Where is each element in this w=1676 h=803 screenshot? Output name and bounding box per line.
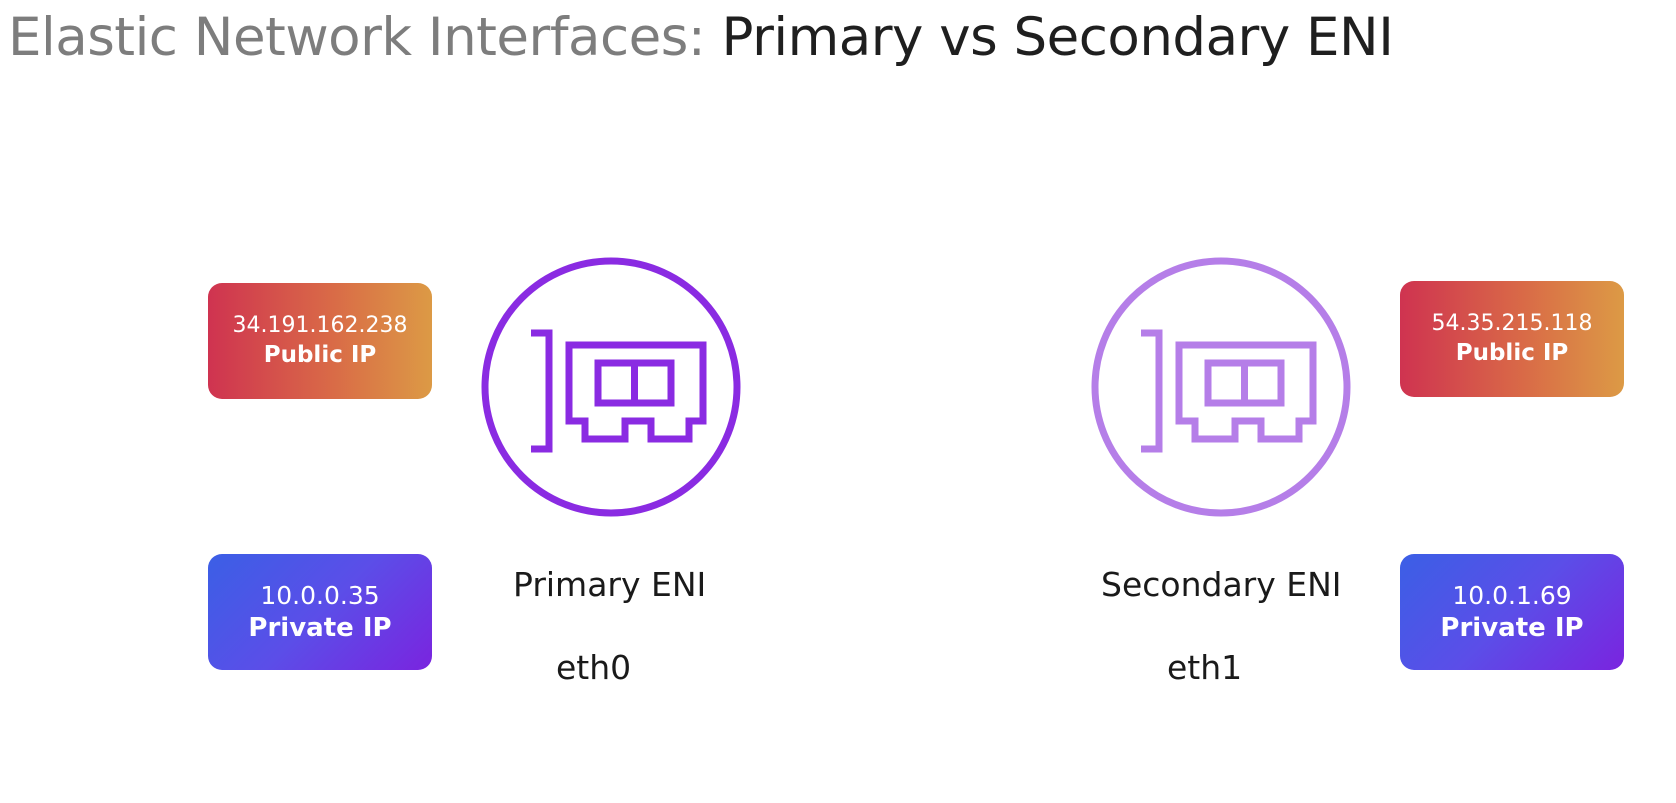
- primary-interface-label: eth0: [556, 648, 632, 687]
- primary-eni-label: Primary ENI: [513, 565, 707, 604]
- page-title: Elastic Network Interfaces: Primary vs S…: [8, 6, 1394, 70]
- secondary-private-ip-label: Private IP: [1440, 613, 1584, 643]
- secondary-network-interface-card-icon: [1091, 257, 1351, 517]
- primary-private-ip-value: 10.0.0.35: [260, 581, 380, 610]
- title-main: Primary vs Secondary ENI: [721, 7, 1394, 68]
- secondary-private-ip-card: 10.0.1.69 Private IP: [1400, 554, 1624, 670]
- primary-public-ip-value: 34.191.162.238: [232, 313, 408, 338]
- secondary-eni-label: Secondary ENI: [1101, 565, 1342, 604]
- secondary-private-ip-value: 10.0.1.69: [1452, 581, 1572, 610]
- primary-private-ip-label: Private IP: [248, 613, 392, 643]
- primary-public-ip-card: 34.191.162.238 Public IP: [208, 283, 432, 399]
- secondary-interface-label: eth1: [1167, 648, 1243, 687]
- secondary-public-ip-card: 54.35.215.118 Public IP: [1400, 281, 1624, 397]
- primary-public-ip-label: Public IP: [263, 342, 377, 368]
- secondary-public-ip-label: Public IP: [1455, 340, 1569, 366]
- primary-private-ip-card: 10.0.0.35 Private IP: [208, 554, 432, 670]
- title-prefix: Elastic Network Interfaces:: [8, 7, 722, 68]
- primary-network-interface-card-icon: [481, 257, 741, 517]
- secondary-public-ip-value: 54.35.215.118: [1431, 311, 1593, 336]
